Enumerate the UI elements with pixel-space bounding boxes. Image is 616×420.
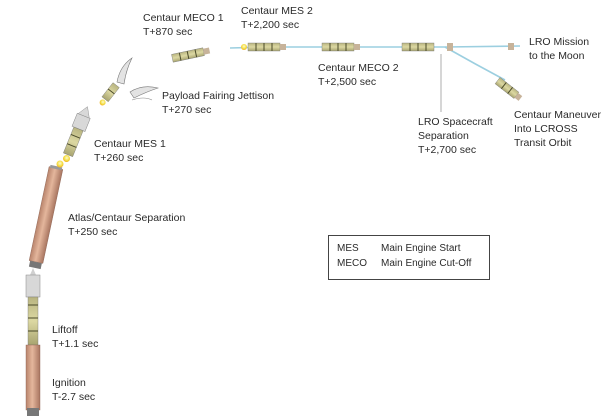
liftoff-name: Liftoff <box>52 324 78 336</box>
meco2-name: Centaur MECO 2 <box>318 62 399 74</box>
lro-sep-line1: LRO Spacecraft <box>418 116 493 128</box>
fairing-name: Payload Fairing Jettison <box>162 90 275 102</box>
label-centaur-meco2: Centaur MECO 2 T+2,500 sec <box>318 61 399 89</box>
label-centaur-mes1: Centaur MES 1 T+260 sec <box>94 137 166 165</box>
meco1-name: Centaur MECO 1 <box>143 12 224 24</box>
atlas-sep-name: Atlas/Centaur Separation <box>68 212 186 224</box>
legend-meaning: Main Engine Cut-Off <box>381 258 472 269</box>
centaur-man-line3: Transit Orbit <box>514 137 572 149</box>
label-centaur-mes2: Centaur MES 2 T+2,200 sec <box>241 4 313 32</box>
centaur-meco2 <box>321 42 360 52</box>
legend-abbr: MECO <box>337 258 367 269</box>
label-lro-separation: LRO Spacecraft Separation T+2,700 sec <box>418 115 493 157</box>
mes1-time: T+260 sec <box>94 152 144 164</box>
lro-spacecraft-toward-moon <box>508 43 514 50</box>
lro-sep-line2: Separation <box>418 130 469 142</box>
mes1-name: Centaur MES 1 <box>94 138 166 150</box>
atlas-stage-separating <box>28 164 64 270</box>
atlas-sep-time: T+250 sec <box>68 226 118 238</box>
legend-row-meco: MECO Main Engine Cut-Off <box>337 257 471 271</box>
label-liftoff: Liftoff T+1.1 sec <box>52 323 98 351</box>
centaur-man-line1: Centaur Maneuver <box>514 109 601 121</box>
lro-spacecraft <box>447 43 453 51</box>
separation-flash <box>56 160 64 168</box>
lro-mission-line2: to the Moon <box>529 50 585 62</box>
label-fairing-jettison: Payload Fairing Jettison T+270 sec <box>162 89 274 117</box>
ignition-time: T-2.7 sec <box>52 391 96 403</box>
mes2-time: T+2,200 sec <box>241 19 300 31</box>
label-centaur-maneuver: Centaur Maneuver Into LCROSS Transit Orb… <box>514 108 601 150</box>
centaur-with-fairing <box>63 106 91 163</box>
mes2-name: Centaur MES 2 <box>241 5 313 17</box>
fairing-halves <box>116 57 160 101</box>
label-atlas-separation: Atlas/Centaur Separation T+250 sec <box>68 211 185 239</box>
meco1-time: T+870 sec <box>143 26 193 38</box>
label-centaur-meco1: Centaur MECO 1 T+870 sec <box>143 11 224 39</box>
centaur-mes2 <box>241 42 286 52</box>
legend-abbr: MES <box>337 243 359 254</box>
trajectory-branch-line <box>444 46 506 81</box>
ignition-name: Ignition <box>52 377 86 389</box>
centaur-after-fairing-jettison <box>99 82 120 106</box>
liftoff-time: T+1.1 sec <box>52 338 99 350</box>
label-lro-mission: LRO Mission to the Moon <box>529 35 589 63</box>
centaur-man-line2: Into LCROSS <box>514 123 578 135</box>
lro-sep-time: T+2,700 sec <box>418 144 477 156</box>
meco2-time: T+2,500 sec <box>318 76 377 88</box>
centaur-lro-separation <box>401 42 435 52</box>
centaur-meco1 <box>171 47 211 63</box>
legend-meaning: Main Engine Start <box>381 243 461 254</box>
rocket-on-pad <box>25 268 41 416</box>
lro-mission-line1: LRO Mission <box>529 36 590 48</box>
centaur-lcross-maneuver <box>494 77 523 101</box>
fairing-time: T+270 sec <box>162 104 212 116</box>
legend-row-mes: MES Main Engine Start <box>337 242 461 256</box>
label-ignition: Ignition T-2.7 sec <box>52 376 95 404</box>
abbreviation-legend: MES Main Engine Start MECO Main Engine Cut… <box>328 235 490 280</box>
